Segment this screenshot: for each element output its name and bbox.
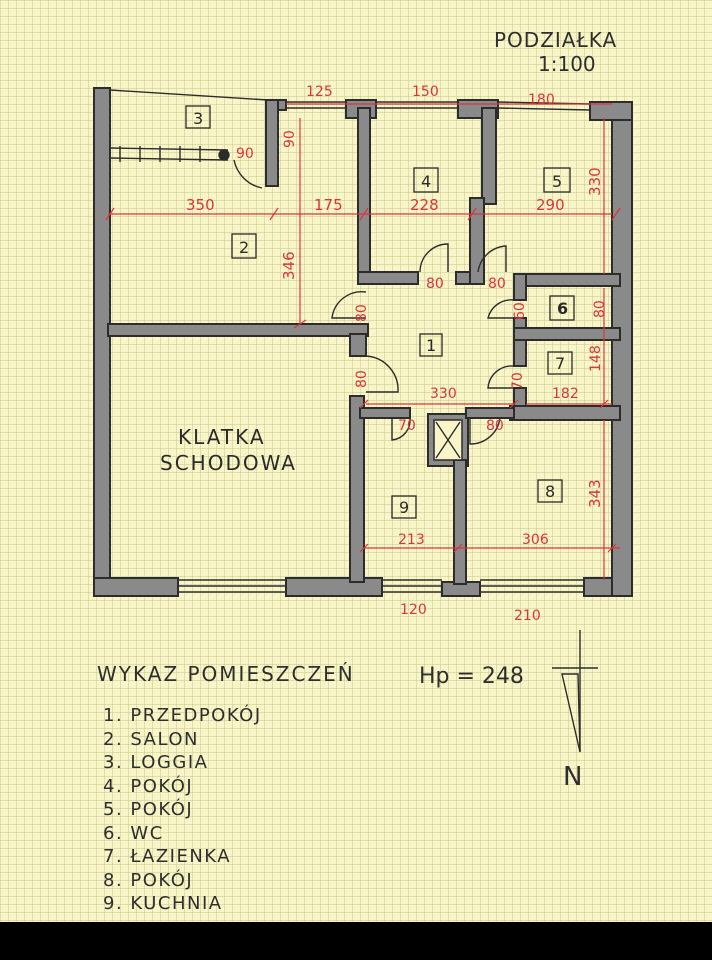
room-number-8: 8 <box>545 482 555 501</box>
wall-wc-west-a <box>513 273 527 301</box>
dim-window-top-2: 150 <box>412 84 439 100</box>
wall-south-left <box>93 577 179 597</box>
dim-door-kitchen: 70 <box>398 418 416 434</box>
wall-west <box>93 87 111 597</box>
wall-loggia-stub <box>265 99 279 187</box>
dim-hall-length: 330 <box>430 386 457 402</box>
legend-item: 5. POKÓJ <box>103 799 194 820</box>
dim-window-bottom-1: 120 <box>400 602 427 618</box>
dim-bath-depth: 148 <box>588 345 604 372</box>
wall-north-pier-4 <box>589 101 633 121</box>
walls <box>93 87 633 597</box>
dim-bath-width: 182 <box>552 386 579 402</box>
wall-wc-south <box>513 327 621 341</box>
dim-door-room5: 80 <box>488 276 506 292</box>
room-number-7: 7 <box>555 354 565 373</box>
room-number-1: 1 <box>426 336 436 355</box>
legend-item: 7. ŁAZIENKA <box>103 846 232 867</box>
room-number-4: 4 <box>421 172 431 191</box>
legend-item: 1. PRZEDPOKÓJ <box>103 705 262 726</box>
window-loggia <box>109 89 269 101</box>
legend-item: 6. WC <box>103 822 164 844</box>
room-number-5: 5 <box>552 172 562 191</box>
dim-kitchen-width: 213 <box>398 532 425 548</box>
wall-hall-south-right <box>465 407 515 419</box>
dim-door-stair: 80 <box>354 370 370 388</box>
stair-label-line2: SCHODOWA <box>160 451 297 475</box>
dim-room4-width: 228 <box>410 196 439 214</box>
dim-room5-width: 290 <box>536 196 565 214</box>
legend-item: 2. SALON <box>103 728 199 750</box>
dim-door-wc: 60 <box>512 302 528 320</box>
dim-door-room4: 80 <box>426 276 444 292</box>
wall-south-mid <box>285 577 383 597</box>
wall-stair-east-b <box>349 395 365 583</box>
legend-item: 4. POKÓJ <box>103 775 194 797</box>
wall-room4-west <box>357 107 371 285</box>
dim-salon-width: 350 <box>186 196 215 214</box>
vent-shaft <box>433 419 463 461</box>
legend-item: 9. KUCHNIA <box>103 893 223 914</box>
wall-salon-south <box>107 323 369 337</box>
wall-room5-south <box>513 273 621 287</box>
bottom-black-bar <box>0 922 712 960</box>
dim-salon-depth: 346 <box>280 251 298 280</box>
room-legend: WYKAZ POMIESZCZEŃ Hp = 248 1. PRZEDPOKÓJ… <box>97 662 617 916</box>
wall-stair-east-a <box>349 333 367 357</box>
legend-title: WYKAZ POMIESZCZEŃ <box>97 662 355 686</box>
room-number-2: 2 <box>239 238 249 257</box>
dim-wc-depth: 80 <box>592 300 608 318</box>
wall-kitchen-north <box>359 407 411 419</box>
dim-hall-width: 175 <box>314 196 343 214</box>
windows <box>109 89 591 593</box>
legend-item: 8. POKÓJ <box>103 869 194 891</box>
scale-label: PODZIAŁKA <box>494 28 618 52</box>
dim-door-room8: 80 <box>486 418 504 434</box>
legend-height: Hp = 248 <box>419 664 524 689</box>
wall-room45-jog <box>469 197 485 285</box>
wall-kitchen-east <box>453 459 467 585</box>
room-number-9: 9 <box>399 498 409 517</box>
wall-room45 <box>481 107 497 205</box>
wall-east <box>611 101 633 597</box>
wall-bath-south <box>509 405 621 421</box>
dim-room8-width: 306 <box>522 532 549 548</box>
dim-loggia-90-a: 90 <box>236 146 254 162</box>
dim-window-bottom-2: 210 <box>514 608 541 624</box>
legend-item: 3. LOGGIA <box>103 752 209 773</box>
door-swing-icon <box>233 159 263 189</box>
loggia-balustrade <box>109 146 263 189</box>
dim-loggia-90-b: 90 <box>282 130 298 148</box>
scale-value: 1:100 <box>538 52 596 76</box>
stair-label-line1: KLATKA <box>178 425 266 449</box>
dimension-labels: 125 150 180 90 90 350 175 228 290 330 34… <box>186 84 608 624</box>
north-label: N <box>563 762 583 792</box>
door-swings <box>331 243 515 445</box>
dimension-lines <box>105 103 621 580</box>
dim-window-top-1: 125 <box>306 84 333 100</box>
wall-room4-south-a <box>357 271 419 285</box>
dim-room8-depth: 343 <box>586 479 604 508</box>
north-arrow-icon <box>552 630 598 753</box>
room-numbers: 3 2 4 5 6 1 7 8 9 <box>185 105 575 519</box>
legend-list: 1. PRZEDPOKÓJ 2. SALON 3. LOGGIA 4. POKÓ… <box>103 704 617 916</box>
dim-window-top-3: 180 <box>528 92 555 108</box>
wall-bath-west <box>513 339 527 367</box>
dim-door-bath: 70 <box>510 372 526 390</box>
room-number-6: 6 <box>557 299 568 318</box>
room-number-3: 3 <box>193 109 203 128</box>
dim-room5-depth: 330 <box>586 167 604 196</box>
dim-door-salon: 80 <box>354 304 370 322</box>
